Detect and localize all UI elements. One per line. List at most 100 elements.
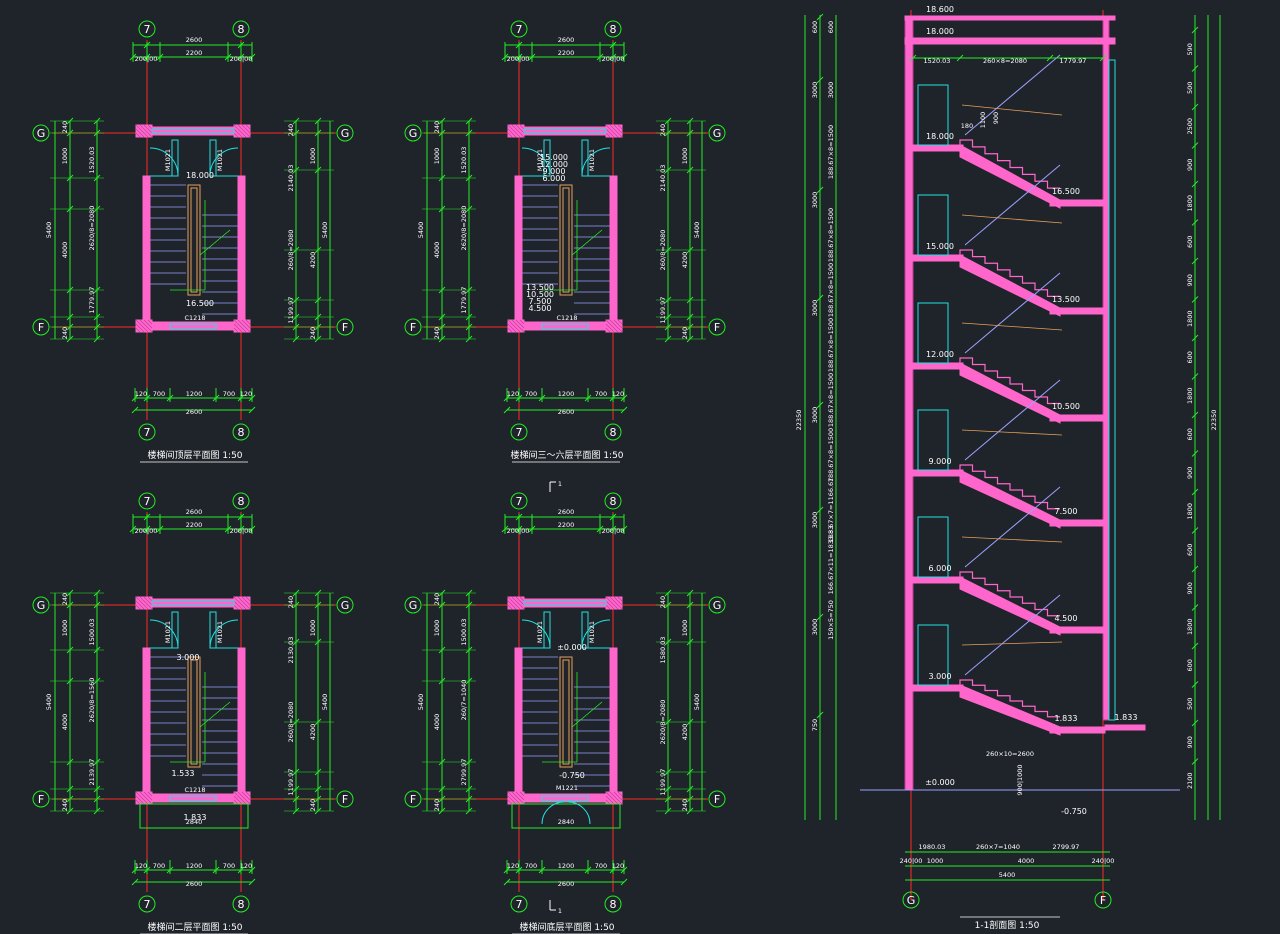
dim-tick: [66, 785, 74, 793]
dim-tick: [664, 166, 672, 174]
axis-bubble-f-left-circle: [404, 790, 422, 808]
section-left-inner-2: 188.67×8=1500: [827, 125, 835, 179]
section-right-outer-3: 900: [1186, 159, 1194, 171]
top-dim-mid: 2200: [558, 49, 575, 57]
right-dim-5: 1199.97: [287, 297, 295, 324]
axis-bubble-g-left-label: G: [37, 127, 46, 140]
section-left-inner-3: 188.67×8=1500: [827, 208, 835, 262]
flight-steps: [959, 679, 1060, 718]
section-right-outer-15: 1800: [1186, 618, 1194, 635]
flight-up: [964, 272, 1061, 354]
handrail-inner: [190, 659, 198, 765]
dim-tick: [438, 129, 446, 137]
section-bottom-total-1: 1000: [927, 857, 944, 865]
bottom-dim-c: 1200: [186, 862, 203, 870]
floor-slab: [912, 684, 964, 692]
hatch-line: [515, 124, 525, 134]
left-dim-total: 5400: [417, 222, 425, 239]
dim-tick: [1191, 180, 1199, 188]
dim-tick: [465, 335, 473, 343]
dim-tick: [465, 286, 473, 294]
left-dim-5: 1779.97: [460, 287, 468, 314]
axis-bubble-8-bottom-label: 8: [238, 898, 245, 911]
handrail-well: [187, 184, 201, 296]
axis-bubble-g-right-circle: [336, 596, 354, 614]
right-dim-2: 2140.03: [659, 165, 667, 192]
dim-tick: [686, 807, 694, 815]
level-0: ±0.000: [557, 643, 587, 652]
door-left-leaf: [171, 611, 179, 649]
dim-tick: [686, 323, 694, 331]
axis-bubble-8-top-circle: [604, 492, 622, 510]
dim-tick: [609, 525, 617, 533]
dim-tick: [620, 866, 628, 874]
dim-tick: [292, 795, 300, 803]
dim-tick: [686, 718, 694, 726]
right-dim-4: 4200: [681, 252, 689, 269]
section-left-outer-5: 3000: [811, 512, 819, 529]
flight-down: [959, 362, 1061, 424]
dim-tick: [584, 394, 592, 402]
hatch-line: [233, 327, 239, 333]
floor-slab: [912, 576, 964, 584]
floor-slab: [912, 362, 964, 370]
dim-tick: [620, 878, 628, 886]
dim-tick: [465, 313, 473, 321]
top-window-strip: [151, 128, 235, 134]
axis-bubble-g-left-circle: [32, 596, 50, 614]
dim-tick: [66, 313, 74, 321]
bottom-dim-b: 700: [525, 862, 537, 870]
column-bottom-left-hatch: [135, 791, 153, 805]
door-opening: [917, 516, 949, 578]
top-dim-left: 200|00: [135, 55, 158, 63]
left-dim-3: 2620/8=1560: [88, 678, 96, 723]
railing-dim-2: 180: [961, 122, 973, 130]
section-bottom-total-4: 5400: [999, 871, 1016, 879]
section-right-outer-18: 900: [1186, 736, 1194, 748]
right-dim-4: 4200: [309, 724, 317, 741]
hatch-line: [507, 600, 517, 610]
door-opening: [917, 409, 949, 471]
railing-dim-1: 900: [992, 112, 1000, 124]
section-floor-level-3: 9.000: [929, 457, 952, 466]
section-right-outer-8: 600: [1186, 351, 1194, 363]
hatch-line: [605, 600, 615, 610]
stair-treads: [150, 184, 238, 315]
top-dim-right: 200|00: [602, 55, 625, 63]
axis-bubble-f-right-circle: [336, 790, 354, 808]
roof-slab: [904, 37, 1116, 45]
right-dim-3: 260/8=2080: [659, 230, 667, 271]
bottom-dim-e: 120: [612, 862, 624, 870]
column-top-left-hatch: [507, 124, 525, 138]
section-floor-level-2: 12.000: [926, 350, 954, 359]
section-left-wall: [904, 19, 914, 791]
level-lower-3: 4.500: [529, 304, 552, 313]
dim-tick: [664, 313, 672, 321]
dim-tick: [1191, 411, 1199, 419]
hatch-line: [143, 319, 153, 329]
section-left-inner-6: 188.67×8=1500: [827, 373, 835, 427]
bottom-dim-b: 700: [153, 862, 165, 870]
dim-tick: [292, 601, 300, 609]
dim-tick: [66, 795, 74, 803]
dim-tick: [501, 53, 509, 61]
axis-bubble-7-bottom-label: 7: [516, 898, 523, 911]
right-dim-4: 4200: [309, 252, 317, 269]
dim-tick: [620, 525, 628, 533]
axis-bubble-7-bottom-label: 7: [516, 426, 523, 439]
section-left-outer-3: 3000: [811, 300, 819, 317]
section-landing-level-1: 13.500: [1052, 295, 1080, 304]
bottom-dim-e: 120: [240, 390, 252, 398]
left-dim-6: 240: [61, 799, 69, 811]
hatch-line: [245, 124, 251, 130]
axis-bubble-g-left-circle: [404, 596, 422, 614]
hatch-line: [135, 132, 141, 138]
break-line: [571, 229, 603, 256]
dim-tick: [131, 878, 139, 886]
hatch-line: [135, 795, 145, 805]
dim-tick: [292, 129, 300, 137]
bottom-dim-total: 2600: [558, 408, 575, 416]
section-floor-level-6: ±0.000: [925, 778, 955, 787]
dim-tick: [503, 394, 511, 402]
dim-tick: [292, 807, 300, 815]
